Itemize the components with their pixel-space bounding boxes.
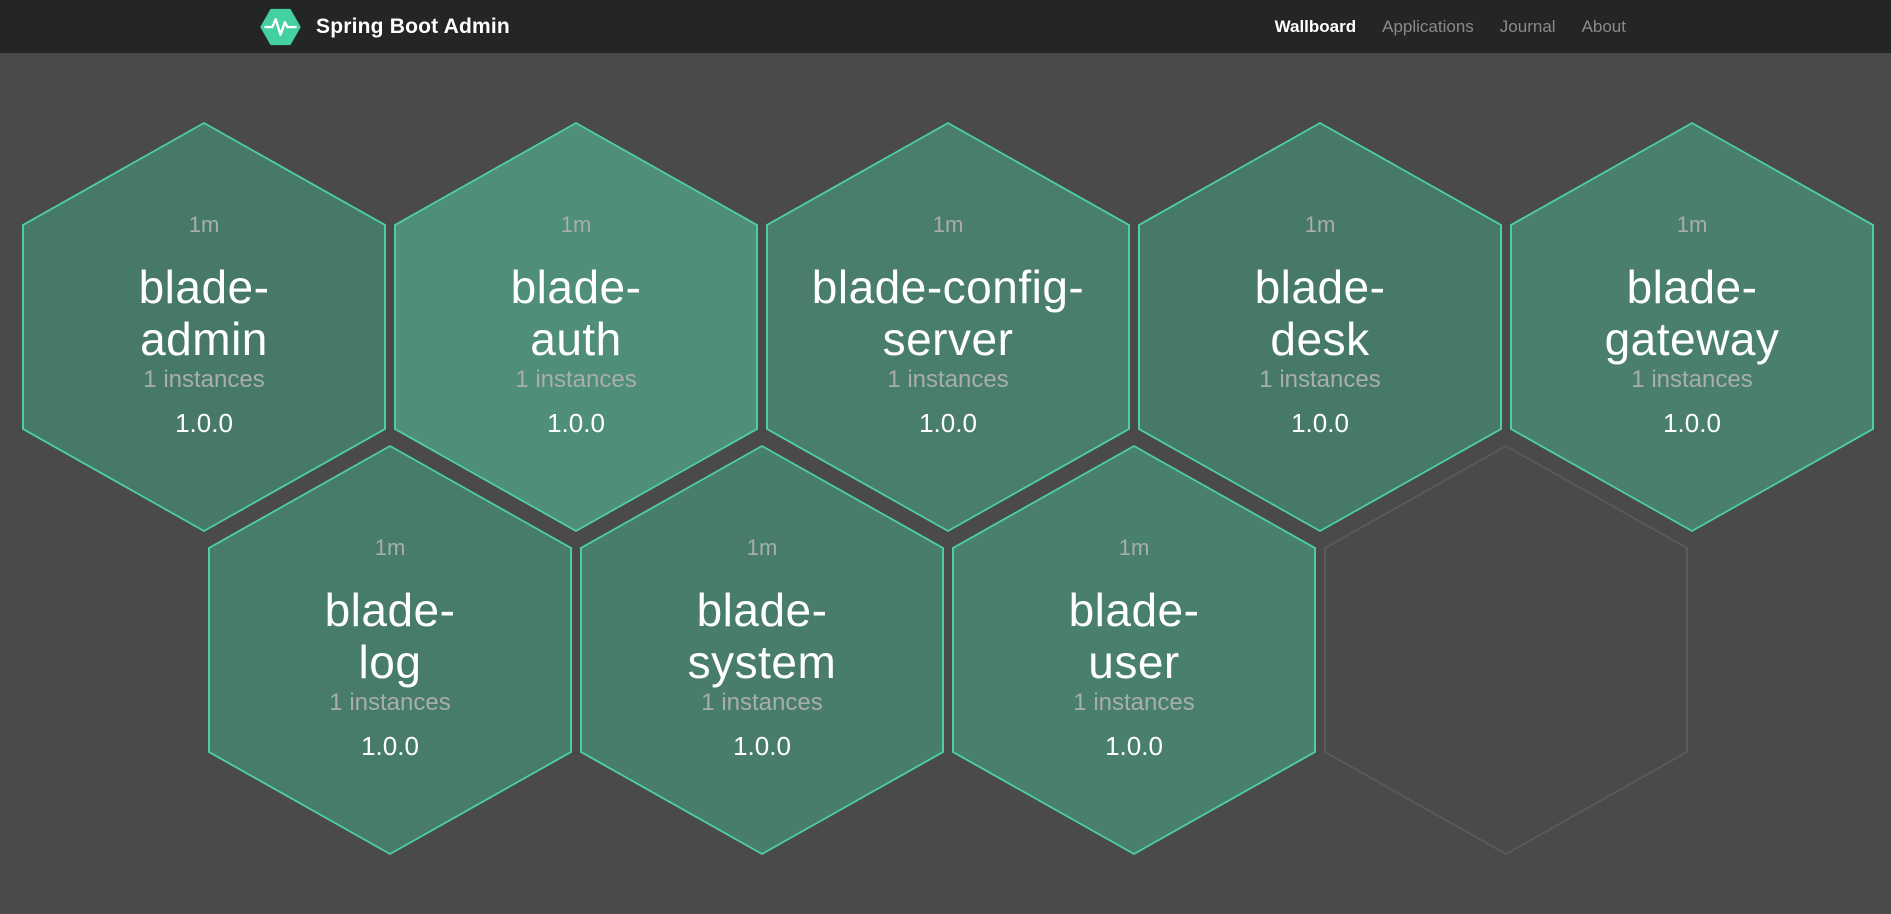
app-hexagon-blade-config-server[interactable]: 1m blade-config- server 1 instances 1.0.…: [766, 122, 1130, 532]
app-name: blade- gateway: [1604, 261, 1780, 365]
app-uptime: 1m: [374, 535, 406, 560]
hexagon-content: 1m blade- log 1 instances 1.0.0: [208, 445, 572, 855]
app-name: blade- admin: [138, 261, 270, 365]
app-uptime: 1m: [932, 212, 964, 237]
app-uptime: 1m: [1676, 212, 1708, 237]
nav-item-wallboard[interactable]: Wallboard: [1274, 16, 1357, 36]
app-name: blade- log: [324, 584, 456, 688]
app-uptime: 1m: [746, 535, 778, 560]
app-version: 1.0.0: [1663, 408, 1721, 438]
app-instance-count: 1 instances: [515, 366, 637, 393]
app-instance-count: 1 instances: [329, 689, 451, 716]
hexagon-content: 1m blade- gateway 1 instances 1.0.0: [1510, 122, 1874, 532]
app-instance-count: 1 instances: [887, 366, 1009, 393]
app-name: blade- desk: [1254, 261, 1386, 365]
app-name: blade- auth: [510, 261, 642, 365]
app-version: 1.0.0: [733, 731, 791, 761]
hexagon-content: 1m blade- desk 1 instances 1.0.0: [1138, 122, 1502, 532]
app-version: 1.0.0: [1105, 731, 1163, 761]
hexagon-content: 1m blade- user 1 instances 1.0.0: [952, 445, 1316, 855]
app-instance-count: 1 instances: [1631, 366, 1753, 393]
hexagon-content: 1m blade- admin 1 instances 1.0.0: [22, 122, 386, 532]
nav-item-applications[interactable]: Applications: [1382, 16, 1474, 36]
app-version: 1.0.0: [361, 731, 419, 761]
hexagon-content: 1m blade- auth 1 instances 1.0.0: [394, 122, 758, 532]
app-name: blade- user: [1068, 584, 1200, 688]
app-version: 1.0.0: [1291, 408, 1349, 438]
hexagon-pulse-icon: [258, 8, 303, 46]
app-name: blade-config- server: [811, 261, 1085, 365]
app-name: blade- system: [687, 584, 837, 688]
app-instance-count: 1 instances: [143, 366, 265, 393]
app-version: 1.0.0: [175, 408, 233, 438]
brand-home-link[interactable]: Spring Boot Admin: [258, 8, 510, 46]
app-hexagon-blade-user[interactable]: 1m blade- user 1 instances 1.0.0: [952, 445, 1316, 855]
app-hexagon-blade-system[interactable]: 1m blade- system 1 instances 1.0.0: [580, 445, 944, 855]
app-hexagon-blade-auth[interactable]: 1m blade- auth 1 instances 1.0.0: [394, 122, 758, 532]
app-version: 1.0.0: [547, 408, 605, 438]
wallboard-view: 1m blade- admin 1 instances 1.0.0 1m bla…: [0, 53, 1891, 914]
hexagon-content: 1m blade- system 1 instances 1.0.0: [580, 445, 944, 855]
app-instance-count: 1 instances: [1073, 689, 1195, 716]
hexagon-content: 1m blade-config- server 1 instances 1.0.…: [766, 122, 1130, 532]
app-hexagon-blade-gateway[interactable]: 1m blade- gateway 1 instances 1.0.0: [1510, 122, 1874, 532]
empty-hexagon-placeholder: [1324, 445, 1688, 855]
hexagon-fill: [1326, 447, 1686, 853]
app-instance-count: 1 instances: [1259, 366, 1381, 393]
nav-item-journal[interactable]: Journal: [1499, 16, 1556, 36]
app-hexagon-blade-admin[interactable]: 1m blade- admin 1 instances 1.0.0: [22, 122, 386, 532]
hexagon-fill: [582, 447, 942, 853]
app-instance-count: 1 instances: [701, 689, 823, 716]
top-navbar: Spring Boot Admin Wallboard Applications…: [0, 0, 1891, 53]
hexagon-fill: [210, 447, 570, 853]
app-version: 1.0.0: [919, 408, 977, 438]
app-uptime: 1m: [560, 212, 592, 237]
main-nav: Wallboard Applications Journal About: [1275, 17, 1626, 37]
app-uptime: 1m: [1304, 212, 1336, 237]
app-uptime: 1m: [188, 212, 220, 237]
nav-item-about[interactable]: About: [1581, 16, 1626, 36]
app-hexagon-blade-desk[interactable]: 1m blade- desk 1 instances 1.0.0: [1138, 122, 1502, 532]
app-title: Spring Boot Admin: [316, 14, 510, 38]
app-hexagon-blade-log[interactable]: 1m blade- log 1 instances 1.0.0: [208, 445, 572, 855]
hexagon-fill: [954, 447, 1314, 853]
app-uptime: 1m: [1118, 535, 1150, 560]
